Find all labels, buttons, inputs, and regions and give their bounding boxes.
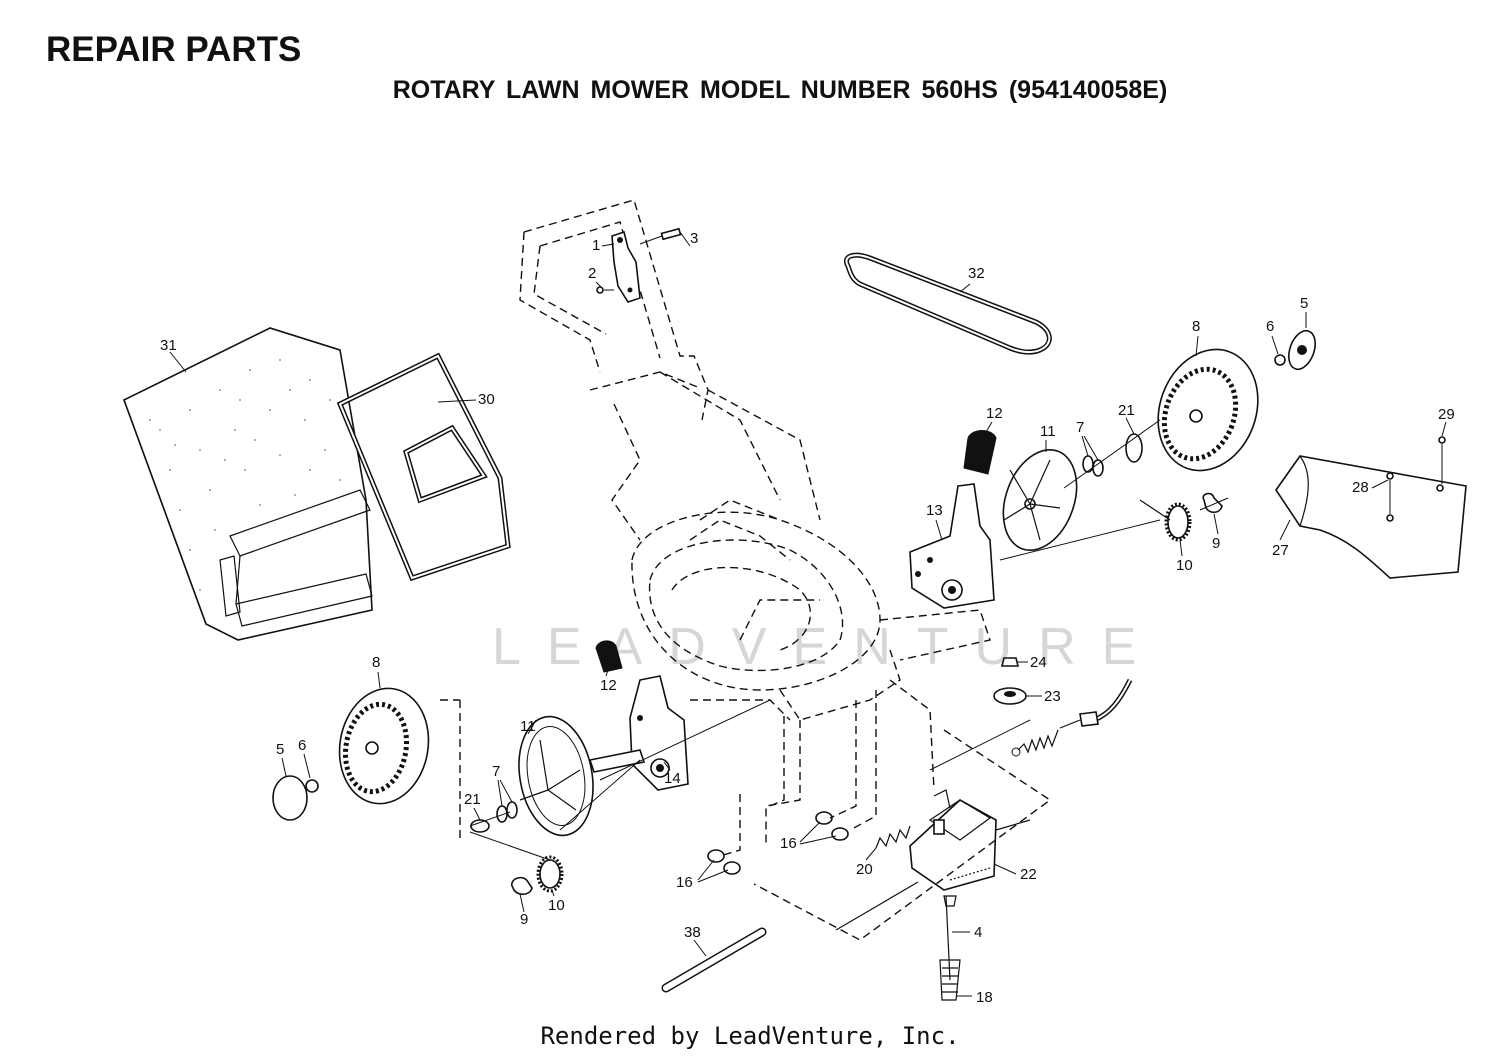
callout-label: 30 xyxy=(478,391,495,408)
callout-label: 18 xyxy=(976,989,993,1006)
callout-label: 7 xyxy=(1076,419,1084,436)
callout-label: 21 xyxy=(464,791,481,808)
handle-latch-part xyxy=(596,227,682,303)
callout-label: 2 xyxy=(588,265,596,282)
callout-labels: 1 2 3 32 5 6 8 31 30 12 11 7 21 29 28 13… xyxy=(160,230,1455,1006)
callout-label: 11 xyxy=(520,718,536,735)
construction-lines xyxy=(440,419,1161,941)
drive-cable-part xyxy=(1011,678,1133,757)
callout-label: 32 xyxy=(968,265,985,282)
callout-label: 5 xyxy=(276,741,284,758)
wheel-right-part xyxy=(1157,348,1259,472)
wheel-cover-right-part xyxy=(1002,448,1078,552)
wheel-cover-left-part xyxy=(518,715,594,837)
callout-label: 16 xyxy=(676,874,693,891)
footer-credit: Rendered by LeadVenture, Inc. xyxy=(540,1022,960,1050)
callout-label: 7 xyxy=(492,763,500,780)
callout-label: 10 xyxy=(1176,557,1193,574)
wheel-left-part xyxy=(338,687,430,805)
callout-label: 1 xyxy=(592,237,600,254)
callout-label: 24 xyxy=(1030,654,1047,671)
rear-cover-part xyxy=(1275,436,1467,579)
callout-label: 27 xyxy=(1272,542,1289,559)
page-subtitle: ROTARY LAWN MOWER MODEL NUMBER 560HS (95… xyxy=(392,76,1168,104)
handle-bracket-right-part xyxy=(909,430,997,609)
callout-label: 21 xyxy=(1118,402,1135,419)
page-title: REPAIR PARTS xyxy=(46,30,302,69)
handle-bracket-left-part xyxy=(588,640,689,791)
axle-rod-part xyxy=(661,927,767,993)
callout-label: 12 xyxy=(986,405,1003,422)
gear-pawl-right xyxy=(1139,492,1229,542)
hubcap-washers-right xyxy=(1082,329,1316,477)
callout-label: 14 xyxy=(664,770,681,787)
callout-label: 9 xyxy=(1212,535,1220,552)
washers-left xyxy=(470,801,518,833)
callout-label: 5 xyxy=(1300,295,1308,312)
pulley-part xyxy=(993,657,1027,705)
callout-label: 13 xyxy=(926,502,943,519)
callout-label: 29 xyxy=(1438,406,1455,423)
gear-pawl-left xyxy=(511,855,564,896)
callout-label: 12 xyxy=(600,677,617,694)
callout-label: 20 xyxy=(856,861,873,878)
bag-frame-part xyxy=(336,352,511,582)
spring-part xyxy=(875,825,911,849)
callout-label: 16 xyxy=(780,835,797,852)
callout-label: 31 xyxy=(160,337,177,354)
hubcap-left-part xyxy=(272,775,319,821)
mower-deck-outline xyxy=(519,199,991,721)
transmission-part xyxy=(835,789,1031,1001)
callout-label: 11 xyxy=(1040,423,1056,440)
callout-label: 8 xyxy=(1192,318,1200,335)
callout-label: 22 xyxy=(1020,866,1037,883)
nuts-16 xyxy=(707,811,849,875)
callout-label: 3 xyxy=(690,230,698,247)
callout-label: 6 xyxy=(298,737,306,754)
callout-label: 28 xyxy=(1352,479,1369,496)
callout-label: 4 xyxy=(974,924,982,941)
callout-label: 38 xyxy=(684,924,701,941)
callout-label: 9 xyxy=(520,911,528,928)
grass-bag-part xyxy=(123,327,373,641)
watermark: LEADVENTURE xyxy=(492,618,1162,676)
callout-label: 23 xyxy=(1044,688,1061,705)
belt-part xyxy=(844,252,1052,355)
callout-label: 6 xyxy=(1266,318,1274,335)
callout-label: 8 xyxy=(372,654,380,671)
callout-label: 10 xyxy=(548,897,565,914)
